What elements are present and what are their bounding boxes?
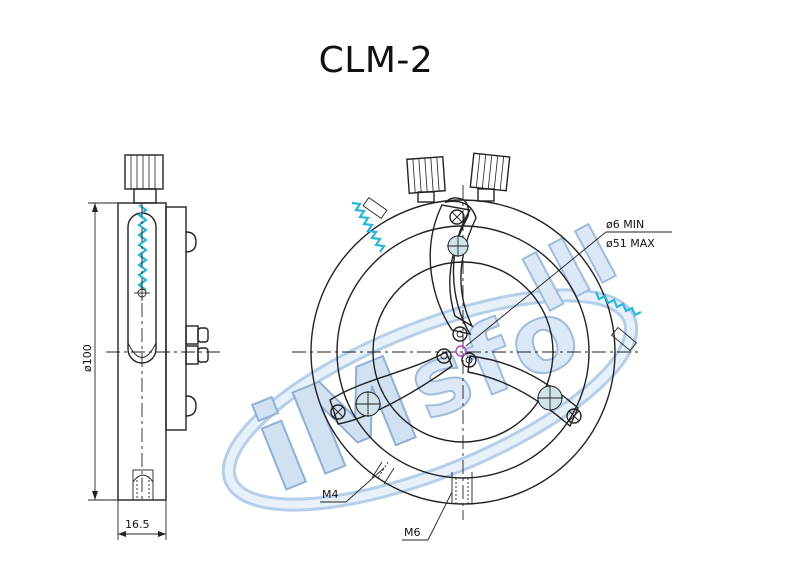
side-view: ø100 16.5 [81,154,222,540]
drawing-title: CLM-2 [318,40,434,81]
clamp-arm-right [467,355,582,428]
aperture-leader-line [465,231,607,347]
m6-thread-label: M6 [404,526,421,539]
height-dimension-label: ø100 [81,344,94,372]
max-aperture-label: ø51 MAX [606,237,655,250]
m4-thread-label: M4 [322,488,339,501]
thread-m4-hole [371,461,395,485]
side-screw-bottom [185,395,197,417]
width-dimension-label: 16.5 [125,518,150,531]
thread-m6-hole [451,472,473,504]
top-knob-right [469,152,511,202]
top-knob-left [406,156,446,203]
m4-leader-line [345,467,385,503]
clamp-arm-left [329,351,453,425]
clamp-center-marker [455,345,467,357]
front-view: ø6 MIN ø51 MAX M4 M6 [292,152,672,541]
spring [137,204,148,291]
min-aperture-label: ø6 MIN [606,218,644,231]
center-pins [436,326,477,368]
side-screw-top [185,231,197,253]
spring-left [351,201,386,253]
spring-right [594,291,642,317]
m6-leader-line [427,491,453,541]
clamp-arm-top [429,197,477,336]
